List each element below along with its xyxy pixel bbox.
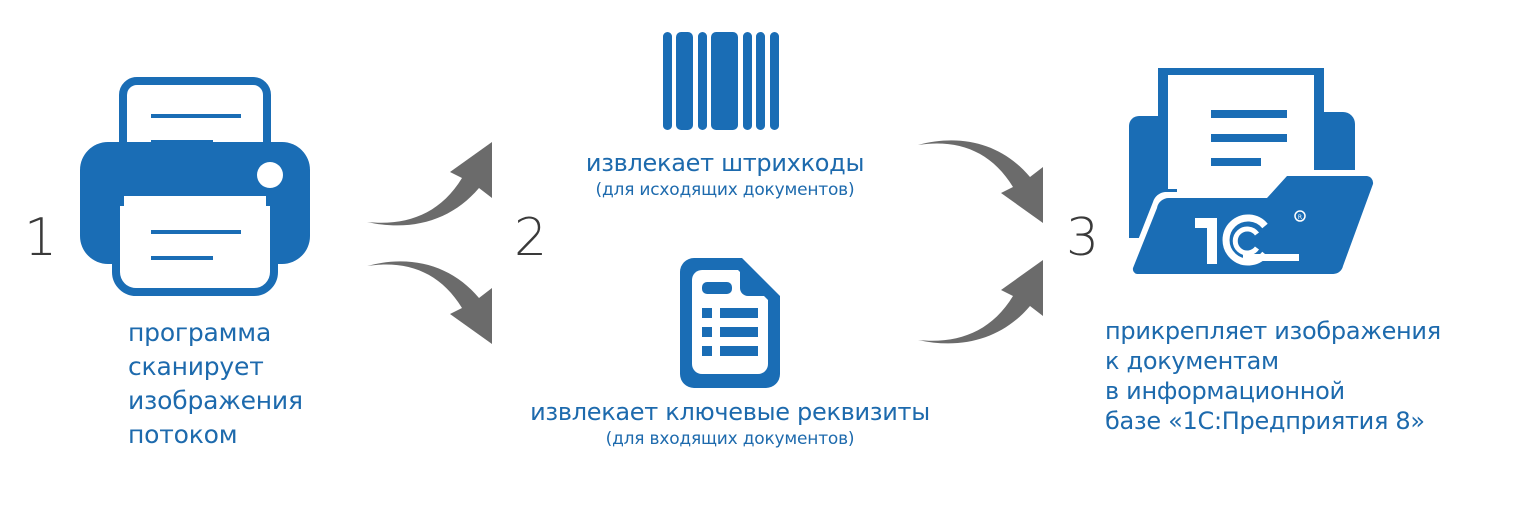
arrow-1-to-2-bottom (362, 256, 497, 348)
step-3-line: прикрепляет изображения (1105, 317, 1441, 345)
arrow-2-bottom-to-3 (913, 258, 1048, 350)
arrow-1-to-2-top (362, 140, 497, 230)
step-1-description: программа сканирует изображения потоком (128, 316, 303, 452)
barcode-icon (663, 32, 783, 132)
step-3-line: к документам (1105, 347, 1279, 375)
step-1-line: сканирует (128, 352, 264, 381)
step-3-line: базе «1С:Предприятия 8» (1105, 407, 1425, 435)
branch-barcodes-subtitle: (для исходящих документов) (595, 180, 855, 200)
branch-requisites-title: извлекает ключевые реквизиты (530, 398, 930, 426)
svg-text:R: R (1298, 214, 1302, 221)
step-number-1: 1 (24, 208, 58, 268)
1c-folder-icon: R (1125, 68, 1385, 284)
branch-requisites: извлекает ключевые реквизиты (для входящ… (500, 397, 960, 451)
step-3-line: в информационной (1105, 377, 1345, 405)
step-number-3: 3 (1066, 208, 1100, 268)
document-list-icon (680, 258, 782, 388)
step-1-line: изображения (128, 386, 303, 415)
1c-logo: R (1195, 210, 1306, 266)
branch-requisites-subtitle: (для входящих документов) (605, 429, 855, 449)
printer-icon (78, 76, 312, 298)
step-3-description: прикрепляет изображения к документам в и… (1105, 316, 1441, 436)
step-1-line: потоком (128, 420, 238, 449)
branch-barcodes-title: извлекает штрихкоды (585, 149, 865, 177)
step-number-2: 2 (514, 208, 548, 268)
branch-barcodes: извлекает штрихкоды (для исходящих докум… (560, 148, 890, 202)
arrow-2-top-to-3 (913, 135, 1048, 225)
step-1-line: программа (128, 318, 272, 347)
